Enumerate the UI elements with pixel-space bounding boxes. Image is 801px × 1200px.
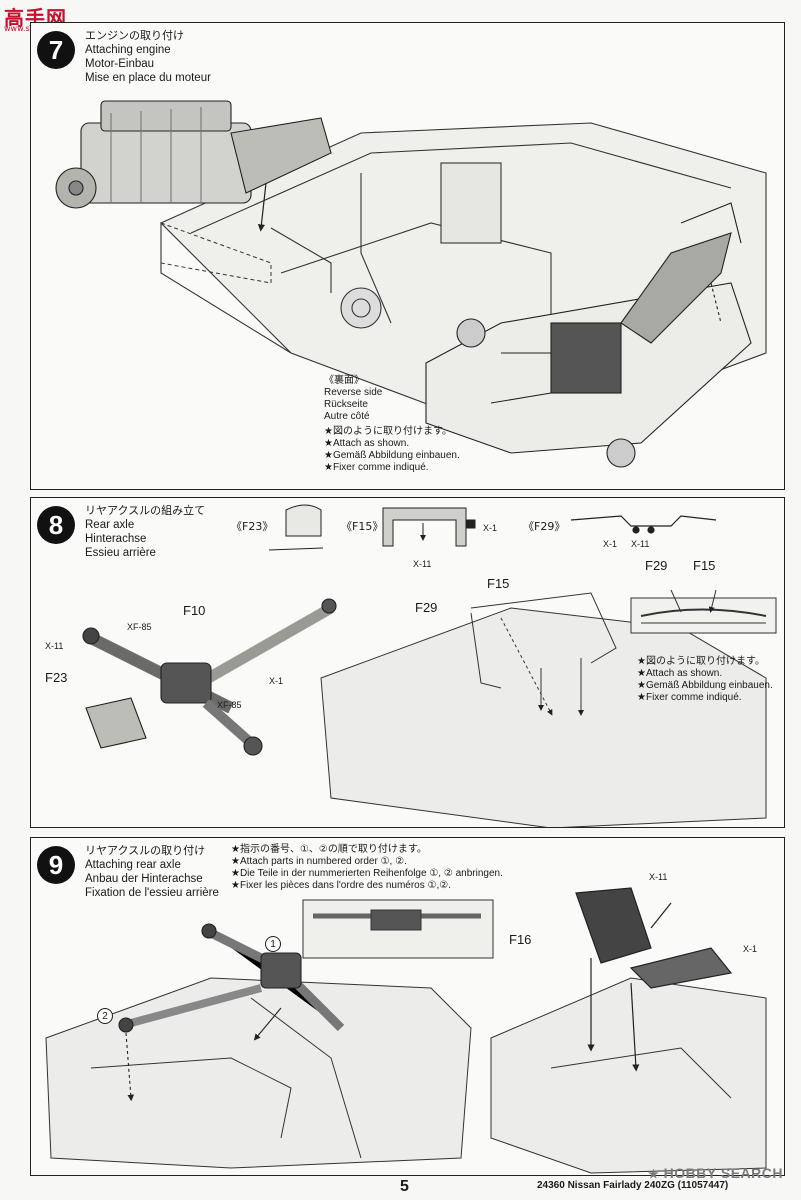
step-9-order-jp: ★指示の番号、①、②の順で取り付けます。 [231, 844, 427, 855]
xf85-top-label: XF-85 [127, 622, 152, 632]
step-7-title-fr: Mise en place du moteur [85, 72, 211, 84]
rear-chassis-drawing [320, 592, 767, 827]
step-9-order-fr: ★Fixer les pièces dans l'ordre des numér… [231, 880, 451, 891]
f15-f29-inset-drawing [630, 589, 777, 634]
x11-left-label: X-11 [45, 641, 64, 651]
step-7-number: 7 [37, 31, 75, 69]
product-code: 24360 Nissan Fairlady 240ZG (11057447) [537, 1180, 729, 1191]
hobby-search-watermark: ★ HOBBY SEARCH [648, 1165, 783, 1181]
f15-ref-x11-label: X-11 [413, 559, 432, 569]
step-7-diagram [55, 100, 767, 468]
step-8-attach-note: ★図のように取り付けます。 ★Attach as shown. ★Gemäß A… [637, 656, 773, 704]
step-8-title-jp: リヤアクスルの組み立て [85, 504, 206, 517]
step-8-attach-jp: ★図のように取り付けます。 [637, 656, 765, 667]
watermark-text: HOBBY SEARCH [663, 1165, 783, 1181]
ref-f23: 《F23》 [231, 520, 274, 533]
step-9-title-en: Attaching rear axle [85, 859, 181, 871]
f15-ref-drawing [382, 507, 476, 547]
step-8-title-fr: Essieu arrière [85, 547, 156, 559]
ref-f29: 《F29》 [523, 520, 566, 533]
reverse-side-en: Reverse side [324, 387, 383, 398]
inset-f15-label: F15 [693, 558, 716, 573]
reverse-side-drawing [425, 202, 752, 468]
f23-ref-drawing [268, 504, 324, 551]
f16-x11-label: X-11 [649, 872, 668, 882]
step-7-attach-de: ★Gemäß Abbildung einbauen. [324, 450, 460, 461]
right-chassis-drawing [490, 977, 767, 1174]
part-f10-label: F10 [183, 603, 206, 618]
reverse-side-de: Rückseite [324, 399, 368, 410]
reverse-side-jp: 《裏面》 [324, 375, 364, 386]
left-chassis-drawing [45, 977, 472, 1169]
f29-ref-x1-label: X-1 [603, 539, 618, 549]
step-9-title-de: Anbau der Hinterachse [85, 873, 203, 885]
step-7-attach-jp: ★図のように取り付けます。 [324, 426, 452, 437]
step-8-attach-fr: ★Fixer comme indiqué. [637, 692, 742, 703]
step-8-panel: 8 リヤアクスルの組み立て Rear axle Hinterachse Essi… [30, 497, 785, 828]
ref-f15: 《F15》 [341, 520, 384, 533]
part-f15-label: F15 [487, 576, 510, 591]
f15-ref-x1-label: X-1 [483, 523, 498, 533]
step-7-attach-en: ★Attach as shown. [324, 438, 410, 449]
part-f29-label: F29 [415, 600, 438, 615]
step-7-attach-fr: ★Fixer comme indiqué. [324, 462, 429, 473]
f29-ref-x11-label: X-11 [631, 539, 650, 549]
step-9-title-fr: Fixation de l'essieu arrière [85, 887, 219, 899]
step-9-order-note: ★指示の番号、①、②の順で取り付けます。 ★Attach parts in nu… [231, 844, 503, 892]
step-8-attach-de: ★Gemäß Abbildung einbauen. [637, 680, 773, 691]
step-9-number: 9 [37, 846, 75, 884]
top-view-inset-drawing [302, 899, 494, 959]
step-8-diagram [82, 504, 777, 827]
part-f16-label: F16 [509, 932, 532, 947]
part-f23-label: F23 [45, 670, 68, 685]
step-7-titles: エンジンの取り付け Attaching engine Motor-Einbau … [85, 29, 211, 85]
step-7-attach-note: ★図のように取り付けます。 ★Attach as shown. ★Gemäß A… [324, 426, 460, 474]
step-9-title-jp: リヤアクスルの取り付け [85, 844, 206, 857]
order-1-marker: 1 [265, 936, 281, 952]
f16-upper-arm-drawing [575, 887, 733, 1072]
reverse-side-fr: Autre côté [324, 411, 370, 422]
step-9-order-de: ★Die Teile in der nummerierten Reihenfol… [231, 868, 503, 879]
step-8-number: 8 [37, 506, 75, 544]
f29-ref-drawing [570, 515, 717, 534]
step-8-attach-en: ★Attach as shown. [637, 668, 723, 679]
step-8-title-de: Hinterachse [85, 533, 147, 545]
step-7-title-en: Attaching engine [85, 44, 171, 56]
order-2-marker: 2 [97, 1008, 113, 1024]
step-7-panel: 7 エンジンの取り付け Attaching engine Motor-Einba… [30, 22, 785, 490]
engine-drawing [55, 100, 332, 209]
reverse-side-label: 《裏面》 Reverse side Rückseite Autre côté [324, 375, 382, 423]
inset-f29-label: F29 [645, 558, 668, 573]
step-9-titles: リヤアクスルの取り付け Attaching rear axle Anbau de… [85, 844, 219, 900]
rear-axle-drawing [82, 598, 337, 756]
step-7-title-jp: エンジンの取り付け [85, 29, 184, 42]
step-7-title-de: Motor-Einbau [85, 58, 155, 70]
xf85-bottom-label: XF-85 [217, 700, 242, 710]
step-8-title-en: Rear axle [85, 519, 135, 531]
step-8-titles: リヤアクスルの組み立て Rear axle Hinterachse Essieu… [85, 504, 205, 560]
watermark-star-icon: ★ [648, 1167, 660, 1181]
step-9-panel: 9 リヤアクスルの取り付け Attaching rear axle Anbau … [30, 837, 785, 1176]
rear-axle-mount-drawing [118, 923, 345, 1102]
step-9-order-en: ★Attach parts in numbered order ①, ②. [231, 856, 407, 867]
page-number: 5 [400, 1178, 409, 1195]
x1-axle-label: X-1 [269, 676, 284, 686]
step-9-diagram [45, 887, 767, 1174]
f16-x1-label: X-1 [743, 944, 758, 954]
